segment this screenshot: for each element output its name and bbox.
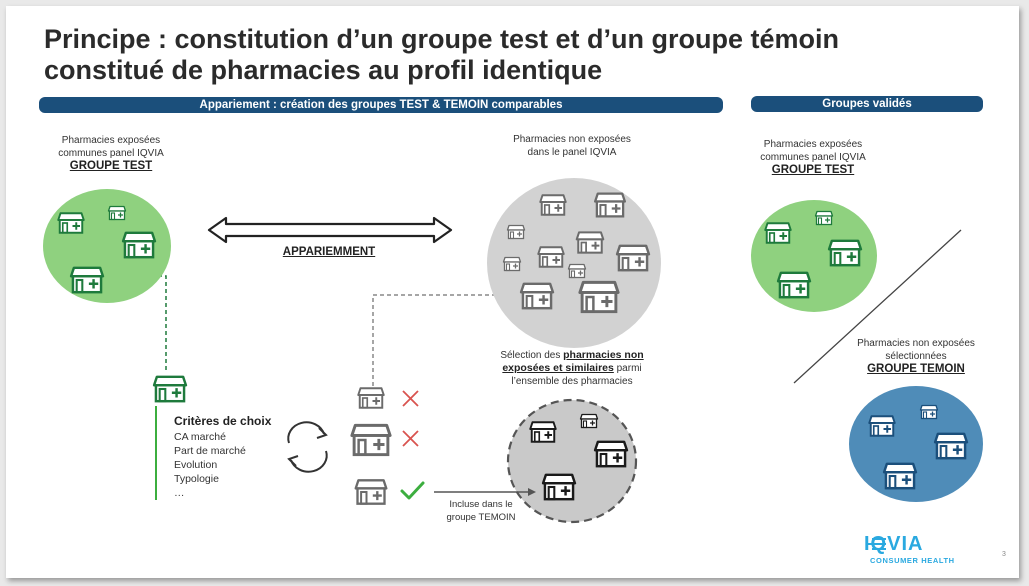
pharmacy-icon (502, 256, 522, 272)
pharmacy-icon (69, 266, 105, 294)
non-exposed-caption-line-1: Pharmacies non exposées (513, 134, 631, 145)
validated-test-line-2: communes panel IQVIA (760, 152, 866, 163)
test-caption-line-2: communes panel IQVIA (58, 148, 164, 159)
iqvia-logo-subtitle: CONSUMER HEALTH (870, 556, 955, 565)
title-line-1: Principe : constitution d’un groupe test… (44, 24, 839, 54)
diagonal-separator (793, 229, 962, 384)
pharmacy-icon-candidate-1 (357, 387, 385, 409)
included-label: Incluse dans le groupe TEMOIN (426, 498, 536, 524)
pharmacy-icon (579, 413, 599, 429)
pharmacy-icon (537, 246, 565, 268)
pharmacy-icon-candidate-3 (354, 479, 388, 505)
criteria-item: … (174, 487, 185, 499)
validated-test-line-1: Pharmacies exposées (763, 139, 863, 150)
criteria-item: Typologie (174, 473, 219, 485)
diagram-canvas (43, 178, 983, 550)
title-line-2: constitué de pharmacies au profil identi… (44, 55, 603, 85)
criteria-item: CA marché (174, 431, 226, 443)
appariement-label: APPARIEMMENT (282, 246, 376, 258)
page-title: Principe : constitution d’un groupe test… (44, 24, 984, 86)
selection-bold-2: exposées et similaires (502, 362, 614, 374)
criteria-title: Critères de choix (174, 414, 272, 428)
pharmacy-icon (57, 212, 85, 234)
connector-test-to-criteria (109, 275, 167, 370)
included-label-line-2: groupe TEMOIN (446, 512, 516, 523)
pharmacy-icon (519, 282, 555, 310)
pharmacy-icon (593, 440, 629, 468)
pharmacy-icon (529, 421, 557, 443)
pharmacy-icon (578, 280, 620, 314)
pharmacy-icon (827, 239, 863, 267)
pharmacy-icon (567, 263, 587, 279)
included-label-line-1: Incluse dans le (449, 499, 513, 510)
pharmacy-icon-criteria (152, 375, 188, 403)
criteria-item: Evolution (174, 459, 218, 471)
validated-temoin-circle (849, 386, 983, 502)
pharmacy-icon (868, 415, 896, 437)
non-exposed-caption: Pharmacies non exposées dans le panel IQ… (488, 133, 656, 159)
test-group-caption: Pharmacies exposées communes panel IQVIA… (36, 134, 186, 173)
connector-nonexposed-to-selection (372, 294, 497, 386)
refresh-cycle-icon (287, 421, 328, 473)
selection-line-3: l’ensemble des pharmacies (511, 376, 633, 387)
slide: Principe : constitution d’un groupe test… (6, 6, 1019, 578)
pharmacy-icon (933, 432, 969, 460)
section-bar-groupes-valides: Groupes validés (751, 96, 983, 112)
selection-prefix: Sélection des (500, 350, 564, 361)
appariement-double-arrow (207, 216, 453, 244)
pharmacy-icon (814, 210, 834, 226)
validated-test-caption: Pharmacies exposées communes panel IQVIA… (738, 138, 888, 177)
criteria-block: Critères de choix CA marché Part de marc… (174, 414, 271, 500)
pharmacy-icon (593, 192, 627, 218)
included-arrow (434, 488, 536, 496)
page-number: 3 (1002, 551, 1006, 558)
iqvia-logo: IQVIA (864, 533, 924, 555)
criteria-item: Part de marché (174, 445, 246, 457)
pharmacy-icon (541, 473, 577, 501)
check-icon (400, 481, 425, 500)
test-caption-group: GROUPE TEST (69, 160, 153, 172)
selection-caption: Sélection des pharmacies non exposées et… (482, 349, 662, 388)
validated-temoin-line-2: sélectionnées (885, 351, 947, 362)
validated-test-group: GROUPE TEST (771, 164, 855, 176)
test-caption-line-1: Pharmacies exposées (61, 135, 161, 146)
pharmacy-icon (575, 231, 605, 254)
validated-temoin-caption: Pharmacies non exposées sélectionnées GR… (841, 337, 991, 376)
pharmacy-icon (121, 231, 157, 259)
pharmacy-icon (615, 244, 651, 272)
pharmacy-icon (776, 271, 812, 299)
cross-icon-2 (402, 430, 419, 447)
section-bar-appariement: Appariement : création des groupes TEST … (39, 97, 723, 113)
non-exposed-caption-line-2: dans le panel IQVIA (527, 147, 617, 158)
validated-temoin-line-1: Pharmacies non exposées (857, 338, 975, 349)
cross-icon-1 (402, 390, 419, 407)
pharmacy-icon (764, 222, 792, 244)
pharmacy-icon (882, 462, 918, 490)
selection-suffix: parmi (613, 363, 642, 374)
validated-temoin-group: GROUPE TEMOIN (867, 363, 965, 375)
pharmacy-icon-candidate-2 (350, 423, 392, 457)
iqvia-logo-icon (868, 538, 886, 550)
pharmacy-icon (539, 194, 567, 216)
pharmacy-icon (107, 205, 127, 221)
pharmacy-icon (919, 404, 939, 420)
pharmacy-icon (506, 224, 526, 240)
selection-bold-1: pharmacies non (563, 349, 644, 361)
